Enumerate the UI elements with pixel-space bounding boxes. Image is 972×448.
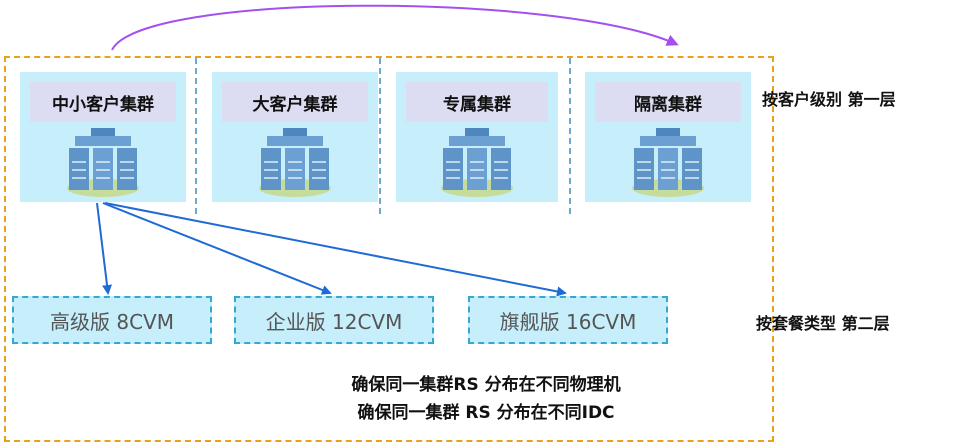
cluster-dedicated: 专属集群 [396,72,558,202]
cluster-separator [569,58,571,214]
cluster-small-medium: 中小客户集群 [20,72,186,202]
layer-label-second: 按套餐类型 第二层 [756,314,890,333]
note-idc: 确保同一集群 RS 分布在不同IDC [357,403,615,423]
note-physical-machine: 确保同一集群RS 分布在不同物理机 [351,375,621,395]
server-rack-icon [67,128,139,197]
server-rack-icon [259,128,331,197]
cluster-label: 大客户集群 [222,82,368,122]
cluster-isolated: 隔离集群 [585,72,751,202]
cluster-separator [379,58,381,214]
cluster-separator [195,58,197,214]
cluster-label: 专属集群 [406,82,548,122]
cluster-label: 隔离集群 [595,82,741,122]
plan-flagship: 旗舰版 16CVM [468,296,668,344]
plan-advanced: 高级版 8CVM [12,296,212,344]
arrow-to-flagship [104,202,567,297]
arrow-to-enterprise [102,202,332,295]
scope-boundary [4,56,774,442]
cluster-scope-arc [111,4,679,51]
server-rack-icon [441,128,513,197]
cluster-large: 大客户集群 [212,72,378,202]
layer-label-first: 按客户级别 第一层 [762,90,896,109]
cluster-label: 中小客户集群 [30,82,176,122]
arrow-to-advanced [96,202,112,295]
plan-enterprise: 企业版 12CVM [234,296,434,344]
server-rack-icon [632,128,704,197]
